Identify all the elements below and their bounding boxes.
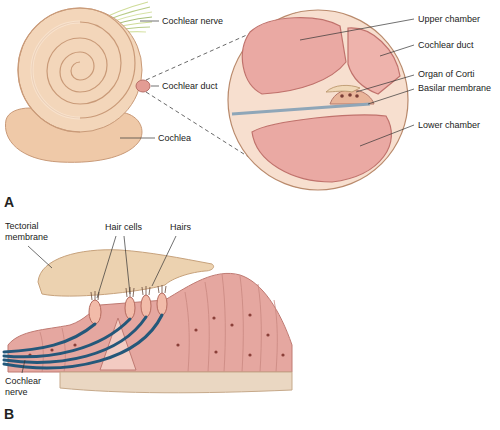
part-label: Cochlear nerve (5, 376, 53, 398)
part-label: Organ of Corti (418, 69, 475, 80)
part-label: Cochlea (158, 133, 191, 144)
panel-letter: A (4, 194, 14, 210)
part-label: Cochlear nerve (162, 16, 223, 27)
part-label: Basilar membrane (418, 83, 491, 94)
basilar-band (60, 372, 292, 393)
cochlea-shell (18, 8, 142, 132)
part-label: Hair cells (105, 222, 142, 233)
part-label: Cochlear duct (162, 81, 218, 92)
lower-chamber (252, 115, 391, 182)
cochlear-duct (348, 28, 400, 94)
basilar-membrane (232, 104, 370, 114)
nerve-fibres-b (4, 315, 162, 368)
upper-chamber (242, 18, 346, 94)
cochlear-duct-spot (136, 80, 150, 92)
part-label: Lower chamber (418, 120, 480, 131)
part-label: Tectorial membrane (5, 221, 63, 243)
part-label: Hairs (170, 222, 191, 233)
panel-letter: B (4, 406, 14, 422)
leader-lines (120, 19, 414, 146)
part-label: Cochlear duct (418, 40, 474, 51)
part-label: Upper chamber (418, 14, 480, 25)
leader-lines-b (22, 236, 176, 373)
cochlea-spiral (18, 8, 135, 132)
